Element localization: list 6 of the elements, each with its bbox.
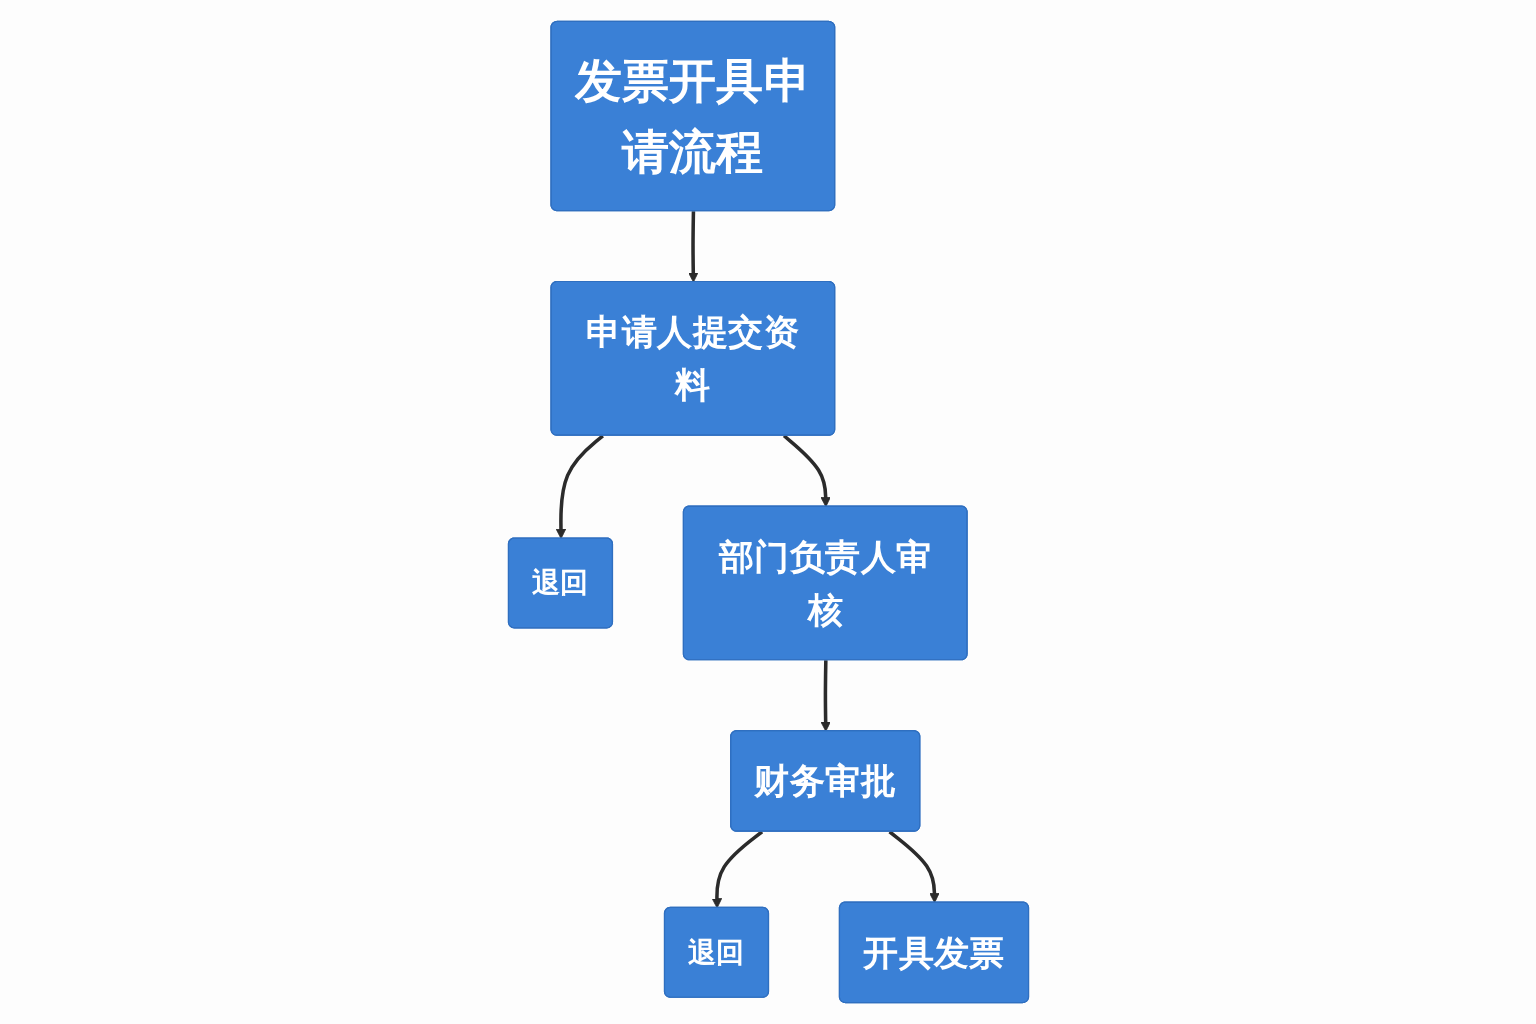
arrow — [782, 434, 831, 508]
arrow — [819, 660, 831, 732]
arrow — [711, 830, 763, 909]
arrow — [687, 211, 698, 283]
arrow — [888, 830, 940, 904]
arrow — [555, 434, 604, 540]
